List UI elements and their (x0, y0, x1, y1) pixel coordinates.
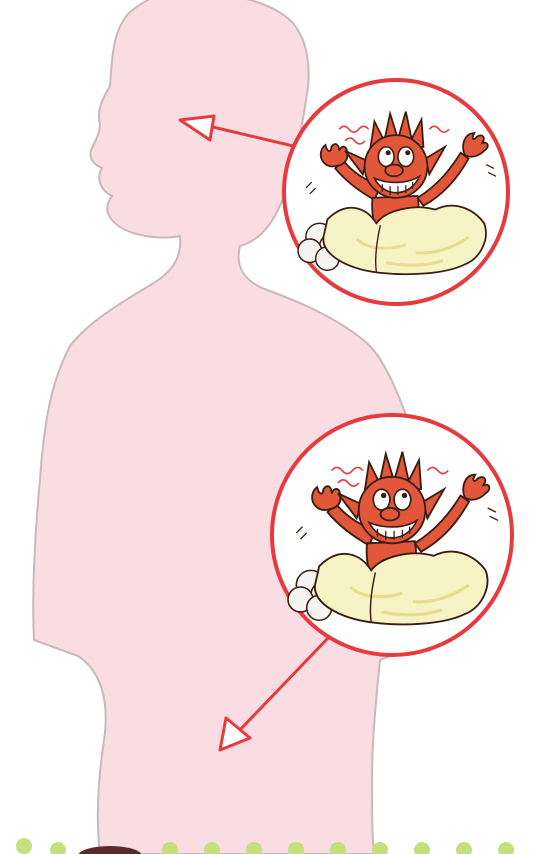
upper-goblin-callout (284, 80, 508, 304)
lower-goblin-callout (272, 415, 512, 655)
